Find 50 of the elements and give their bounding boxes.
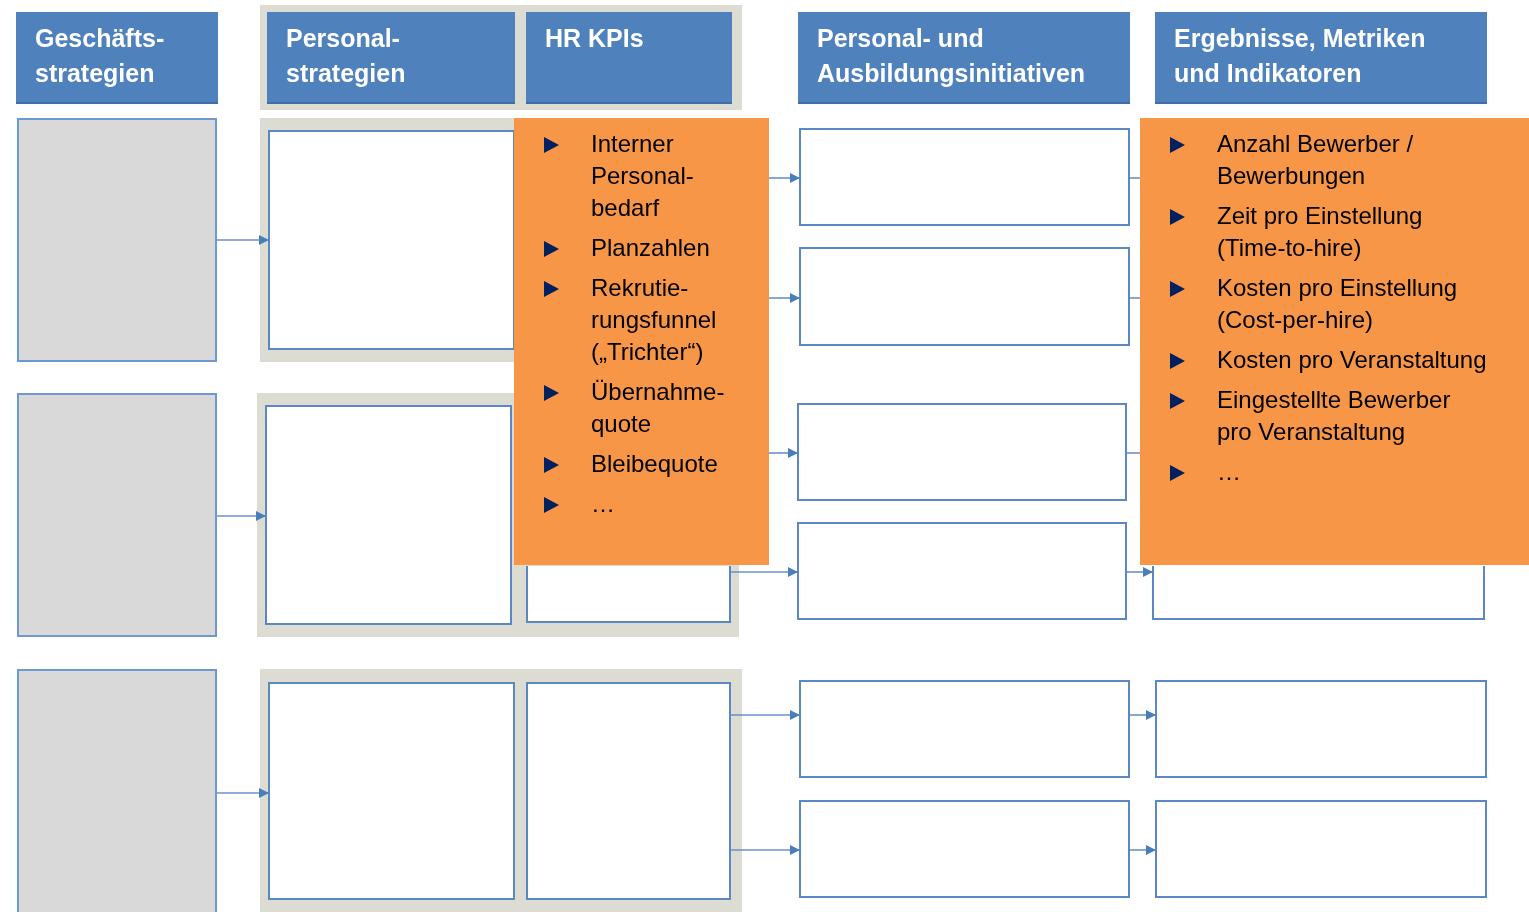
empty-box xyxy=(799,800,1130,898)
column-header: HR KPIs xyxy=(526,12,732,104)
column-header: Ergebnisse, Metriken und Indikatoren xyxy=(1155,12,1487,104)
list-item-text: Kosten pro Veranstaltung xyxy=(1217,345,1488,375)
empty-box xyxy=(268,682,515,900)
list-item-text: Zeit pro Einstellung (Time-to-hire) xyxy=(1217,201,1424,263)
arrow xyxy=(730,710,800,720)
column-header: Geschäfts- strategien xyxy=(16,12,218,104)
arrow xyxy=(1126,567,1153,577)
empty-box xyxy=(526,566,731,623)
list-item-text: … xyxy=(1217,457,1242,487)
empty-box xyxy=(526,682,731,900)
empty-box xyxy=(268,130,515,350)
list-item-text: Planzahlen xyxy=(591,233,711,263)
arrow xyxy=(1129,845,1156,855)
list-item-text: Interner Personal- bedarf xyxy=(591,129,695,223)
list-item-text: … xyxy=(591,489,616,519)
arrow xyxy=(216,788,269,798)
empty-box xyxy=(1152,566,1485,620)
list-item-text: Anzahl Bewerber / Bewerbungen xyxy=(1217,129,1415,191)
arrow xyxy=(1129,710,1156,720)
arrow xyxy=(768,448,798,458)
empty-box xyxy=(1155,800,1487,898)
arrow xyxy=(730,567,798,577)
empty-box xyxy=(1155,680,1487,778)
metrics-callout-tooltip xyxy=(1140,118,1529,565)
kpi-callout-tooltip xyxy=(514,118,769,565)
header-band xyxy=(260,5,742,110)
row-frame xyxy=(260,669,742,912)
list-item-text: Eingestellte Bewerber pro Veranstaltung xyxy=(1217,385,1452,447)
empty-box xyxy=(799,128,1130,226)
arrow xyxy=(216,511,266,521)
list-item-text: Rekrutie- rungsfunnel („Trichter“) xyxy=(591,273,718,367)
arrow xyxy=(216,235,269,245)
empty-box xyxy=(799,680,1130,778)
strategy-box xyxy=(17,118,217,362)
empty-box xyxy=(265,405,512,625)
strategy-box xyxy=(17,669,217,912)
list-item-text: Übernahme- quote xyxy=(591,377,726,439)
empty-box xyxy=(799,247,1130,346)
strategy-box xyxy=(17,393,217,637)
list-item-text: Bleibequote xyxy=(591,449,719,479)
column-header: Personal- strategien xyxy=(267,12,515,104)
empty-box xyxy=(797,403,1127,501)
arrow xyxy=(768,293,800,303)
column-header: Personal- und Ausbildungsinitiativen xyxy=(798,12,1130,104)
arrow xyxy=(768,173,800,183)
list-item-text: Kosten pro Einstellung (Cost-per-hire) xyxy=(1217,273,1459,335)
empty-box xyxy=(797,522,1127,620)
arrow xyxy=(730,845,800,855)
